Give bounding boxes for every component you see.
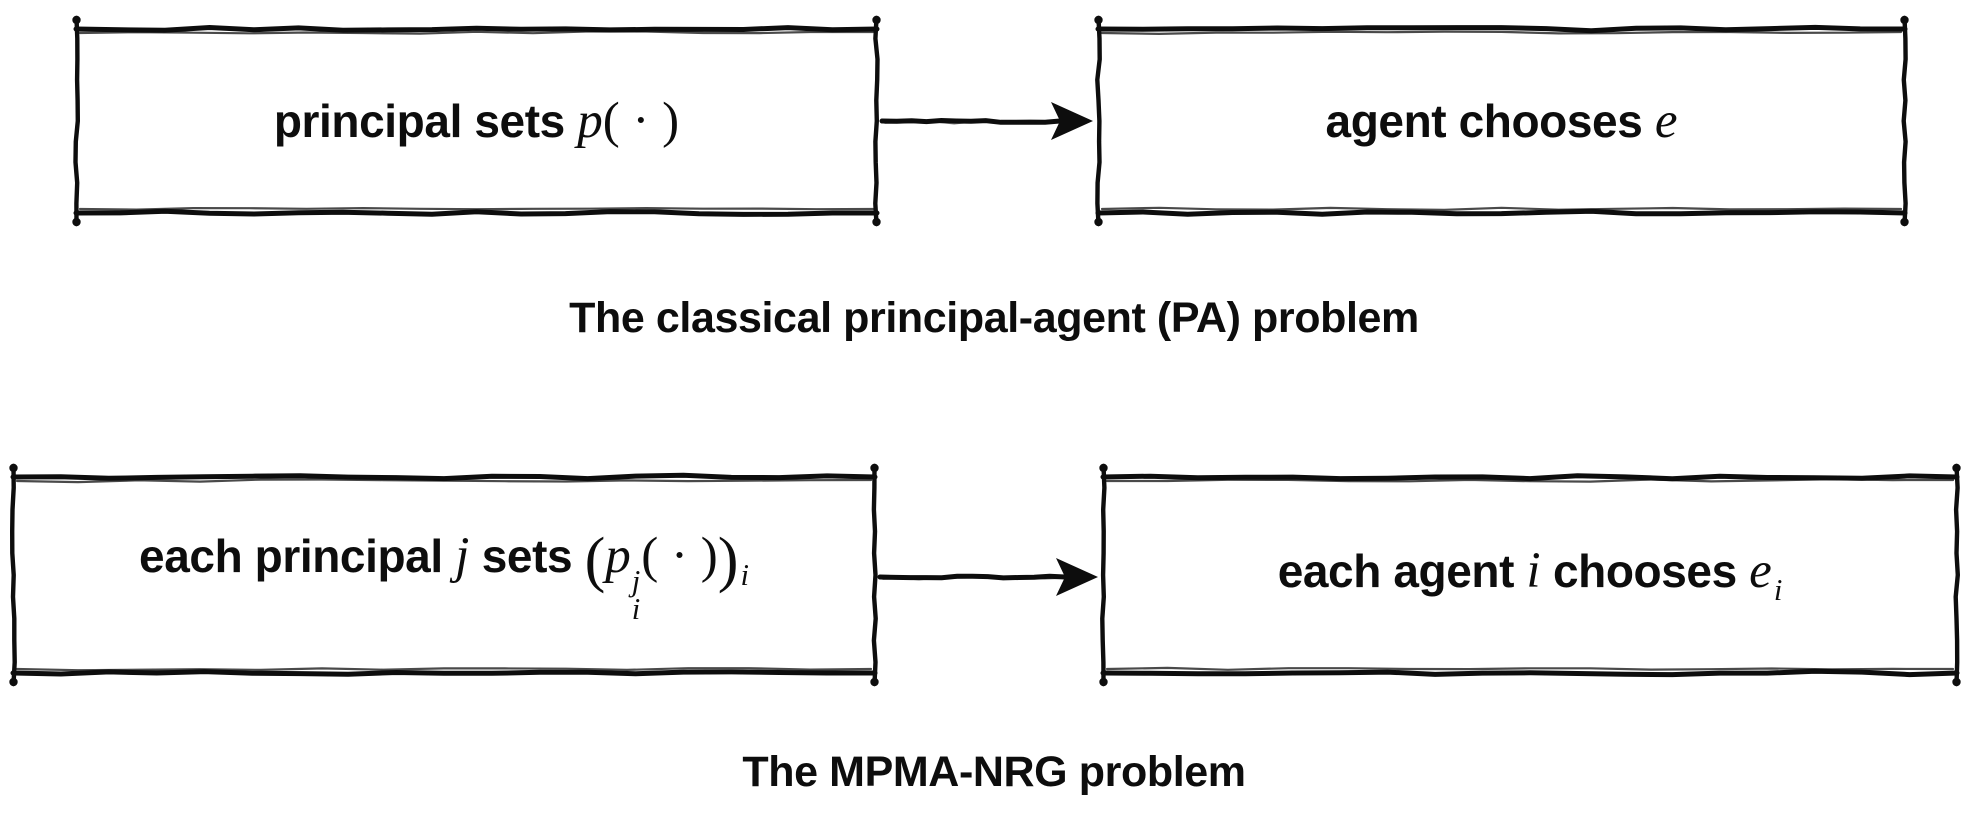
math-sub-i: i xyxy=(631,592,641,627)
mpma-principal-words2: sets xyxy=(481,530,573,583)
pa-agent-math: e xyxy=(1655,93,1678,149)
sketch-box-border xyxy=(1094,15,1909,227)
arrow-right-icon xyxy=(879,102,1093,140)
pa-principal-label: principal sets p( · ) xyxy=(73,24,880,218)
math-var-e: e xyxy=(1749,542,1772,599)
pa-agent-label: agent chooses e xyxy=(1095,24,1908,218)
mpma-caption: The MPMA-NRG problem xyxy=(742,748,1246,796)
pa-caption: The classical principal-agent (PA) probl… xyxy=(569,294,1419,342)
math-var-e: e xyxy=(1654,92,1678,149)
mpma-agent-words2: chooses xyxy=(1552,544,1737,597)
pa-principal-math: p( · ) xyxy=(577,93,679,149)
mpma-principal-words1: each principal xyxy=(139,530,443,583)
mpma-agent-box: each agent i chooses ei xyxy=(1099,463,1961,687)
math-args: ( · ) xyxy=(641,528,718,585)
arrow-right-icon xyxy=(877,558,1098,596)
mpma-agent-label: each agent i chooses ei xyxy=(1100,472,1960,678)
sketch-box-border xyxy=(9,463,879,687)
mpma-agent-words1: each agent xyxy=(1277,544,1515,597)
math-close-paren: ) xyxy=(717,526,739,595)
pa-agent-text-line: agent chooses e xyxy=(1326,93,1678,149)
pa-agent-box: agent chooses e xyxy=(1094,15,1909,227)
math-sub-i: i xyxy=(1773,572,1783,607)
mpma-agent-text-line: each agent i chooses ei xyxy=(1278,543,1783,607)
pa-principal-box: principal sets p( · ) xyxy=(72,15,881,227)
pa-principal-text-line: principal sets p( · ) xyxy=(274,93,679,149)
math-sup-j: j xyxy=(631,564,641,599)
math-open-paren: ( xyxy=(584,526,606,595)
pa-principal-words: principal sets xyxy=(273,94,565,147)
math-var-p: p xyxy=(605,528,631,585)
sketch-box-border xyxy=(72,15,881,227)
math-var-p: p xyxy=(577,92,603,149)
math-outer-sub-i: i xyxy=(740,558,749,593)
math-args: ( · ) xyxy=(602,92,680,149)
math-var-j: j xyxy=(455,528,470,585)
math-var-i: i xyxy=(1526,542,1541,599)
mpma-agent-math: ei xyxy=(1749,542,1782,607)
sketch-box-border xyxy=(1099,463,1961,687)
pa-agent-words: agent chooses xyxy=(1325,94,1643,147)
